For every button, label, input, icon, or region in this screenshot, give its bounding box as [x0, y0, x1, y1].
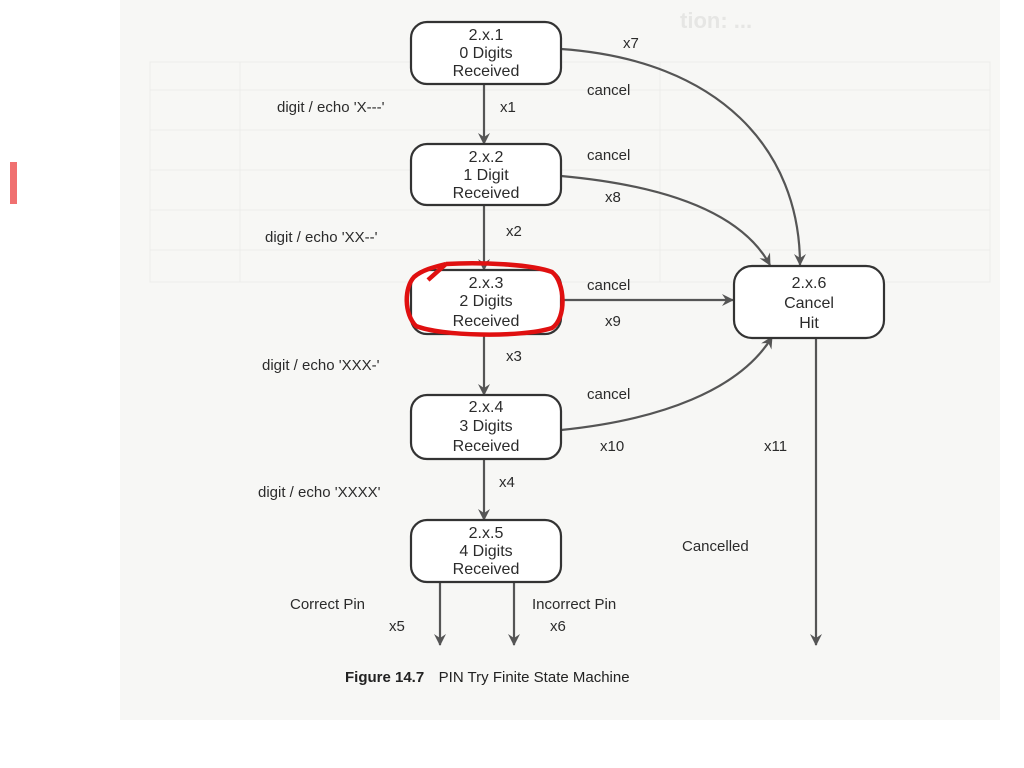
label-code-x8: x8	[605, 189, 621, 206]
label-event-x2: digit / echo 'XX--'	[265, 229, 378, 246]
svg-text:2 Digits: 2 Digits	[459, 293, 512, 310]
label-event-x6: Incorrect Pin	[532, 596, 616, 613]
label-code-x2: x2	[506, 223, 522, 240]
svg-text:2.x.2: 2.x.2	[469, 149, 504, 166]
state-2x6: 2.x.6 Cancel Hit	[732, 264, 886, 340]
caption-text: PIN Try Finite State Machine	[439, 669, 630, 686]
label-event-x11: Cancelled	[682, 538, 749, 555]
label-event-x3: digit / echo 'XXX-'	[262, 357, 380, 374]
svg-text:2.x.3: 2.x.3	[469, 275, 504, 292]
label-event-x9: cancel	[587, 277, 630, 294]
label-code-x11: x11	[764, 438, 787, 455]
svg-text:1 Digit: 1 Digit	[463, 167, 509, 184]
label-event-x10: cancel	[587, 386, 630, 403]
svg-text:2.x.5: 2.x.5	[469, 525, 504, 542]
svg-text:2.x.1: 2.x.1	[469, 27, 504, 44]
label-code-x4: x4	[499, 474, 515, 491]
edge-x8	[560, 174, 771, 266]
svg-text:3 Digits: 3 Digits	[459, 418, 512, 435]
svg-text:2.x.6: 2.x.6	[792, 275, 827, 292]
label-code-x1: x1	[500, 99, 516, 116]
caption-number: Figure 14.7	[345, 669, 424, 686]
edge-x7	[560, 47, 806, 266]
state-2x5: 2.x.5 4 Digits Received	[409, 518, 563, 584]
svg-text:Received: Received	[453, 313, 520, 330]
edge-x10	[560, 336, 773, 432]
svg-text:Cancel: Cancel	[784, 295, 834, 312]
svg-text:4 Digits: 4 Digits	[459, 543, 512, 560]
state-2x4: 2.x.4 3 Digits Received	[409, 393, 563, 461]
svg-text:Received: Received	[453, 63, 520, 80]
bleed-through-text: tion: ...	[680, 8, 752, 33]
label-code-x7: x7	[623, 35, 639, 52]
label-event-x7: cancel	[587, 82, 630, 99]
margin-red-mark	[10, 162, 17, 204]
svg-text:Received: Received	[453, 561, 520, 578]
label-code-x6: x6	[550, 618, 566, 635]
highlight-circle	[404, 261, 565, 337]
label-code-x10: x10	[600, 438, 624, 455]
label-event-x1: digit / echo 'X---'	[277, 99, 385, 116]
svg-text:Received: Received	[453, 438, 520, 455]
bleed-through-table	[149, 61, 991, 283]
state-2x1: 2.x.1 0 Digits Received	[409, 20, 563, 86]
label-code-x9: x9	[605, 313, 621, 330]
label-code-x5: x5	[389, 618, 405, 635]
state-2x2: 2.x.2 1 Digit Received	[409, 142, 563, 207]
label-event-x4: digit / echo 'XXXX'	[258, 484, 381, 501]
svg-text:Hit: Hit	[799, 315, 819, 332]
label-event-x5: Correct Pin	[290, 596, 365, 613]
svg-text:Received: Received	[453, 185, 520, 202]
label-code-x3: x3	[506, 348, 522, 365]
label-event-x8: cancel	[587, 147, 630, 164]
state-2x3: 2.x.3 2 Digits Received	[409, 268, 563, 336]
svg-text:0 Digits: 0 Digits	[459, 45, 512, 62]
figure-caption: Figure 14.7 PIN Try Finite State Machine	[345, 669, 630, 686]
scanned-page	[120, 0, 1000, 720]
svg-text:2.x.4: 2.x.4	[469, 399, 504, 416]
